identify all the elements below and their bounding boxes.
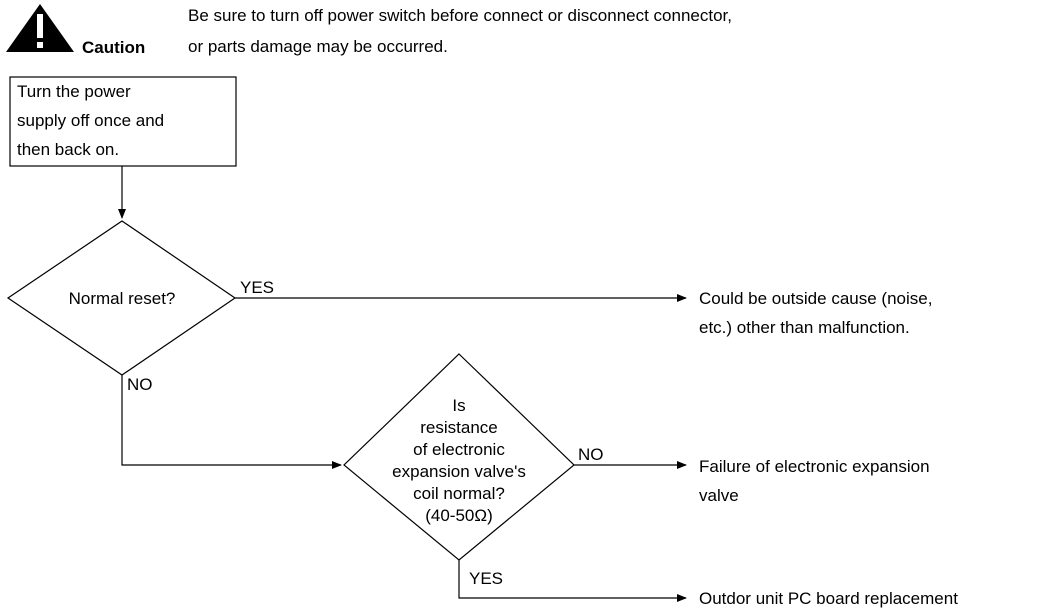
decision-2-yes-label: YES [469,569,503,588]
decision-2-line-6: (40-50Ω) [425,506,493,525]
result-1-line-2: etc.) other than malfunction. [699,318,910,337]
caution-message-line-1: Be sure to turn off power switch before … [188,6,732,25]
start-box [9,76,237,167]
start-box-line-2: supply off once and [17,111,164,130]
decision-2-line-3: of electronic [413,440,505,459]
decision-2-line-5: coil normal? [413,484,505,503]
caution-warning-icon [6,4,74,52]
decision-2-line-1: Is [452,396,465,415]
decision-2-line-2: resistance [420,418,497,437]
decision-1-no-label: NO [127,375,153,394]
connector-decision1-no [121,375,342,469]
decision-1-yes-label: YES [240,278,274,297]
start-box-line-1: Turn the power [17,82,131,101]
result-3-line-1: Outdor unit PC board replacement [699,589,958,608]
connector-decision2-yes [458,560,687,602]
caution-label: Caution [82,38,145,57]
start-box-line-3: then back on. [17,140,119,159]
result-2-line-2: valve [699,486,739,505]
decision-2-no-label: NO [578,445,604,464]
result-2-line-1: Failure of electronic expansion [699,457,930,476]
caution-message-line-2: or parts damage may be occurred. [188,37,448,56]
decision-1-text: Normal reset? [69,289,176,308]
decision-2-line-4: expansion valve's [392,462,526,481]
result-1-line-1: Could be outside cause (noise, [699,289,932,308]
